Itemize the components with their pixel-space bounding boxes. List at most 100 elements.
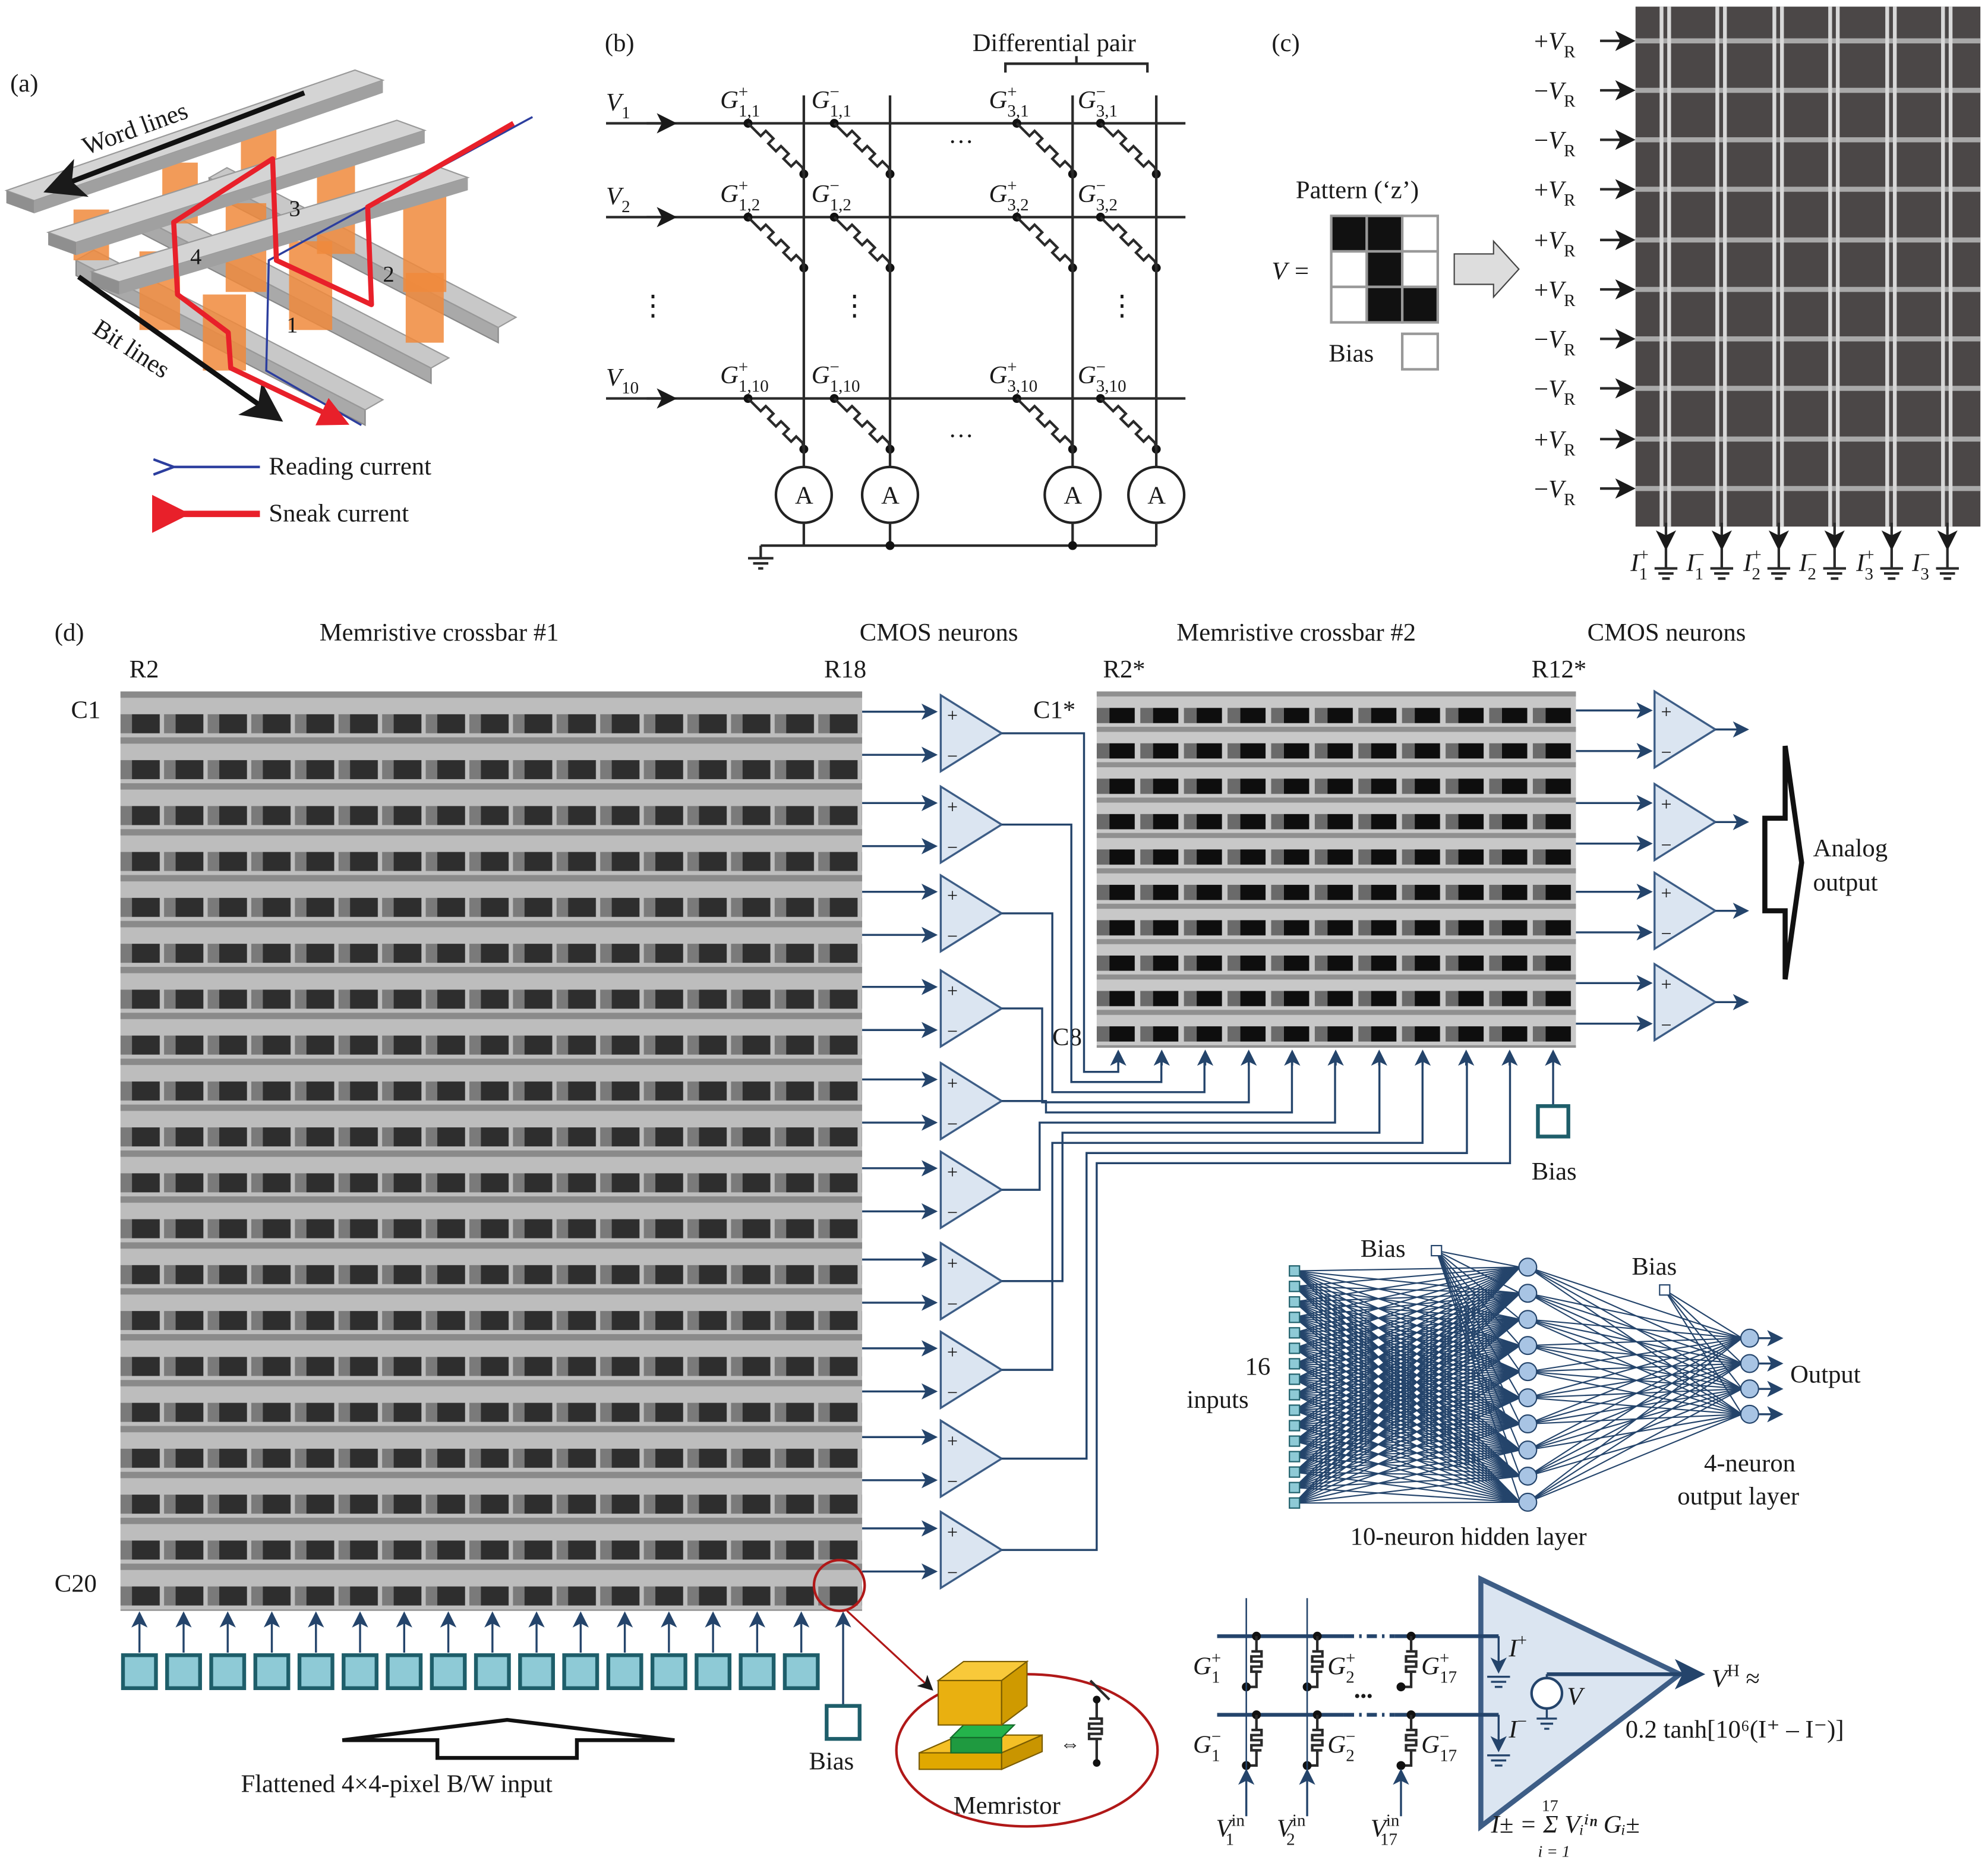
pattern-label: Pattern (‘z’) — [1296, 176, 1419, 204]
network-connection — [1294, 1293, 1521, 1488]
network-connection — [1294, 1293, 1521, 1503]
amp-plus-label: + — [947, 1521, 958, 1543]
crossbar1-label-c1: C1 — [71, 696, 101, 724]
bias-node — [1431, 1244, 1443, 1257]
output-current-label: I−3 — [1911, 546, 1930, 584]
crossbar1-title: Memristive crossbar #1 — [320, 619, 559, 647]
network-connection — [1528, 1319, 1743, 1339]
crossbar2-title: Memristive crossbar #2 — [1176, 619, 1416, 647]
pixel-input-box — [121, 1653, 158, 1690]
memristor-symbol-icon — [1099, 216, 1158, 269]
hidden-to-crossbar2-wire — [1001, 1052, 1468, 1460]
memristor-symbol-icon — [747, 398, 806, 450]
neuron-conductance-label: G−17 — [1421, 1728, 1457, 1766]
input-node — [1289, 1466, 1301, 1478]
pixel-input-box — [165, 1653, 202, 1690]
network-connection — [1436, 1250, 1520, 1268]
amp-minus-label: − — [1661, 1014, 1671, 1035]
network-connection — [1435, 1250, 1521, 1451]
conductance-label: G−3,10 — [1078, 358, 1126, 396]
network-connection — [1294, 1266, 1520, 1349]
hidden-neuron — [1518, 1257, 1538, 1277]
output-current-label: I+3 — [1856, 546, 1875, 584]
crossbar1-label-r18: R18 — [824, 655, 866, 683]
network-connection — [1294, 1293, 1520, 1303]
row-voltage-label: −VR — [1534, 326, 1576, 360]
output-current-label: I+1 — [1630, 546, 1649, 584]
hidden-neuron — [1518, 1284, 1538, 1303]
amp-minus-label: − — [947, 745, 958, 767]
ammeter-label: A — [1064, 482, 1082, 510]
voltage-source-icon — [1530, 1676, 1564, 1710]
crossbar2-bias-input — [1536, 1104, 1570, 1139]
cmos-neuron-hidden — [939, 1330, 1004, 1410]
amp-plus-label: + — [947, 1253, 958, 1274]
hidden-neuron — [1518, 1466, 1538, 1486]
network-connection — [1294, 1293, 1521, 1473]
ground-icon — [748, 546, 774, 570]
pixel-input-box — [386, 1653, 423, 1690]
pattern-pixel — [1365, 250, 1404, 288]
memristor-symbol-icon — [1015, 398, 1074, 450]
horizontal-ellipsis: ··· — [948, 128, 974, 156]
network-connection — [1527, 1337, 1743, 1503]
network-connection — [1527, 1413, 1743, 1503]
neural-network-diagram — [1289, 1244, 1784, 1512]
network-connection — [1294, 1266, 1521, 1380]
input-node — [1289, 1296, 1301, 1308]
network-connection — [1294, 1293, 1521, 1426]
conductance-label: G−1,2 — [812, 176, 851, 215]
input-node — [1289, 1451, 1301, 1462]
amp-minus-label: − — [947, 1382, 958, 1403]
output-voltage-label: VH ≈ — [1712, 1662, 1760, 1693]
pixel-input-box — [562, 1653, 599, 1690]
inputs-count: 16 — [1245, 1353, 1271, 1381]
cmos-neuron-hidden — [939, 968, 1004, 1049]
network-wiring: +−+−+−+−+−+−+−+−+−+−+−+−+−+− — [121, 689, 1749, 1741]
amp-minus-label: − — [1661, 834, 1671, 855]
amp-plus-label: + — [1661, 973, 1671, 995]
output-current-label: I+2 — [1743, 546, 1762, 584]
cmos-neuron-hidden — [939, 784, 1004, 865]
network-connection — [1294, 1266, 1520, 1272]
network-connection — [1294, 1293, 1521, 1411]
crossbar1-label-c20: C20 — [55, 1570, 97, 1598]
row-voltage-label: −VR — [1534, 77, 1576, 111]
row-voltage-label: +VR — [1534, 276, 1576, 310]
output-layer-label-1: 4-neuron — [1704, 1449, 1795, 1477]
hidden-to-crossbar2-wire — [1001, 1052, 1336, 1191]
network-connection — [1664, 1290, 1743, 1389]
memristor-symbol-icon — [833, 216, 892, 269]
row-voltage-label: −VR — [1534, 475, 1576, 509]
sneak-path-number: 1 — [286, 313, 298, 338]
network-connection — [1294, 1266, 1521, 1457]
network-connection — [1436, 1250, 1521, 1320]
memristor-symbol-icon — [747, 122, 806, 175]
pixel-input-box — [342, 1653, 378, 1690]
input-node — [1289, 1265, 1301, 1277]
memristor-symbol-icon — [1307, 1714, 1324, 1767]
input-node — [1289, 1342, 1301, 1354]
cmos-neuron-hidden — [939, 1061, 1004, 1141]
neuron-amplifier — [1478, 1575, 1685, 1832]
hidden-to-crossbar2-wire — [1001, 1052, 1424, 1371]
crossbar2-label-c1: C1* — [1033, 696, 1075, 724]
input-arrow — [342, 1717, 675, 1760]
hidden-to-crossbar2-wire — [1001, 1052, 1381, 1282]
network-connection — [1294, 1266, 1521, 1364]
neuron-conductance-label: G+2 — [1327, 1648, 1355, 1687]
ground-icon — [1936, 548, 1959, 580]
crossbar2-bias-label: Bias — [1532, 1158, 1577, 1186]
amp-plus-label: + — [1661, 701, 1671, 722]
network-connection — [1294, 1319, 1521, 1442]
crossbar1-sem-image — [120, 691, 863, 1611]
memristor-symbol-icon — [1099, 398, 1158, 450]
network-connection — [1528, 1266, 1743, 1339]
network-connection — [1294, 1270, 1520, 1294]
input-node — [1289, 1327, 1301, 1339]
hidden-neuron — [1518, 1336, 1538, 1356]
